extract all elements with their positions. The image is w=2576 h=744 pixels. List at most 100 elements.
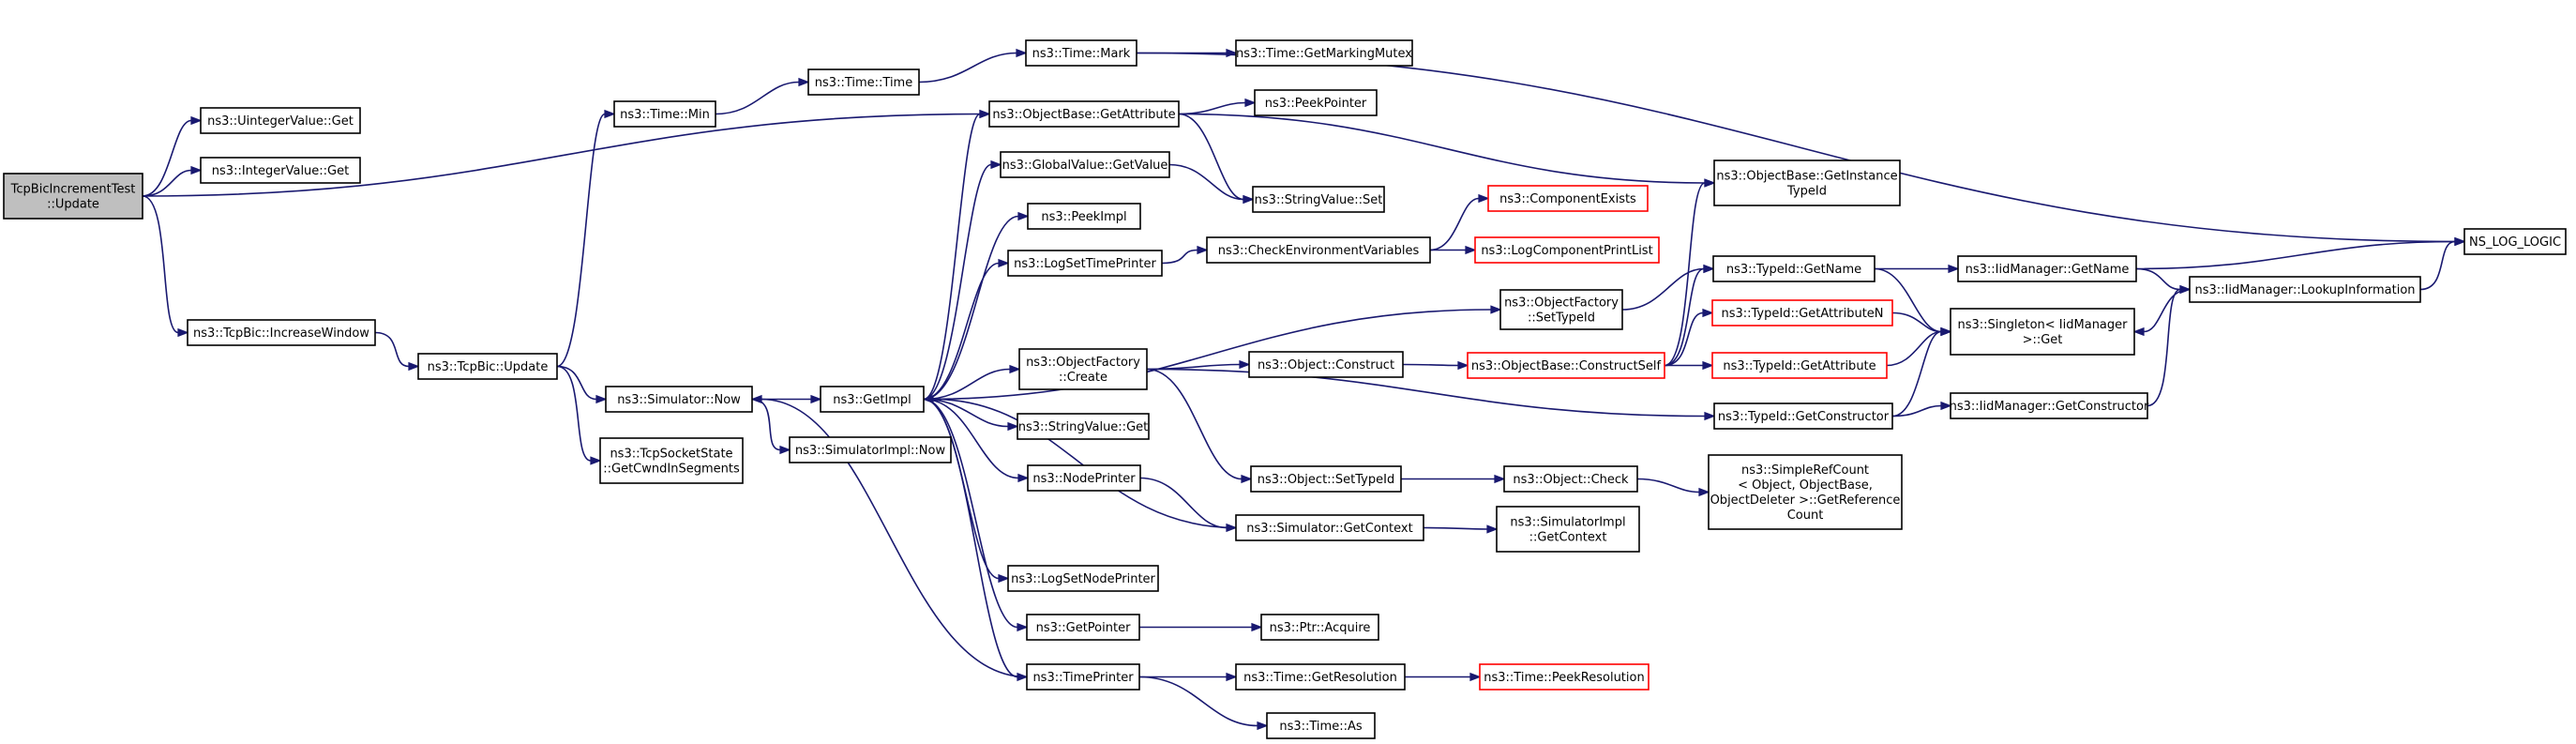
arrowhead-icon	[1007, 421, 1019, 432]
node-label: ns3::PeekPointer	[1265, 97, 1367, 111]
node-logcomplist[interactable]: ns3::LogComponentPrintList	[1474, 236, 1660, 264]
node-box	[1027, 203, 1141, 230]
node-peekptr[interactable]: ns3::PeekPointer	[1254, 89, 1378, 116]
arrowhead-icon	[1257, 721, 1269, 731]
node-box	[789, 436, 952, 463]
node-simgetctx[interactable]: ns3::Simulator::GetContext	[1235, 514, 1424, 541]
node-timeas[interactable]: ns3::Time::As	[1266, 712, 1376, 739]
node-timegetres[interactable]: ns3::Time::GetResolution	[1235, 663, 1406, 691]
edge-objgetattr-objgetinst	[1178, 113, 1706, 184]
node-label: ns3::Object::Construct	[1258, 358, 1394, 372]
arrowhead-icon	[798, 77, 810, 87]
arrowhead-icon	[1948, 264, 1960, 274]
node-label: ns3::Object::SetTypeId	[1258, 473, 1394, 487]
edge-constructself-typeidname	[1664, 267, 1705, 367]
arrowhead-icon	[1244, 98, 1257, 108]
arrowhead-icon	[1016, 48, 1028, 58]
edge-iidlookup-nslog	[2419, 240, 2456, 291]
node-label: ns3::IidManager::LookupInformation	[2194, 283, 2415, 297]
edge-checkenv-compexists	[1429, 197, 1480, 251]
node-getimpl[interactable]: ns3::GetImpl	[820, 386, 925, 413]
node-singleton[interactable]: ns3::Singleton< IidManager >::Get	[1950, 308, 2135, 356]
node-logsetnp[interactable]: ns3::LogSetNodePrinter	[1007, 565, 1159, 592]
node-nslog[interactable]: NS_LOG_LOGIC	[2463, 228, 2567, 255]
node-timepeekres[interactable]: ns3::Time::PeekResolution	[1479, 663, 1650, 691]
node-objfacsettid[interactable]: ns3::ObjectFactory::SetTypeId	[1499, 289, 1623, 330]
node-simimplnow[interactable]: ns3::SimulatorImpl::Now	[789, 436, 952, 463]
node-incwin[interactable]: ns3::TcpBic::IncreaseWindow	[187, 319, 376, 346]
node-objgetattr[interactable]: ns3::ObjectBase::GetAttribute	[988, 100, 1180, 128]
node-layer: TcpBicIncrementTest::Updatens3::Uinteger…	[3, 39, 2567, 739]
node-label: ns3::SimulatorImpl	[1510, 516, 1625, 530]
node-timemin[interactable]: ns3::Time::Min	[613, 100, 716, 128]
node-objcheck[interactable]: ns3::Object::Check	[1503, 465, 1638, 493]
node-bicupd[interactable]: ns3::TcpBic::Update	[417, 353, 558, 380]
node-strset[interactable]: ns3::StringValue::Set	[1252, 186, 1385, 213]
arrowhead-icon	[1226, 672, 1238, 682]
edge-iidctor-iidlookup	[2147, 288, 2181, 407]
arrowhead-icon	[1698, 487, 1710, 497]
node-box	[2189, 276, 2421, 303]
node-logsettp[interactable]: ns3::LogSetTimePrinter	[1007, 250, 1163, 277]
node-checkenv[interactable]: ns3::CheckEnvironmentVariables	[1206, 236, 1431, 264]
node-label: ns3::Time::Min	[620, 108, 710, 122]
node-box	[1025, 39, 1137, 67]
arrowhead-icon	[2179, 284, 2192, 295]
node-timemark[interactable]: ns3::Time::Mark	[1025, 39, 1137, 67]
node-timeprinter[interactable]: ns3::TimePrinter	[1026, 663, 1140, 691]
node-simimplctx[interactable]: ns3::SimulatorImpl::GetContext	[1496, 506, 1640, 553]
node-box	[1018, 348, 1148, 390]
edge-getimpl-strget	[923, 398, 1009, 428]
node-iidctor[interactable]: ns3::IidManager::GetConstructor	[1950, 392, 2149, 419]
arrowhead-icon	[1197, 245, 1209, 255]
node-box	[1479, 663, 1650, 691]
arrowhead-icon	[1017, 622, 1029, 632]
node-typeidname[interactable]: ns3::TypeId::GetName	[1712, 255, 1876, 282]
node-label: ns3::LogSetTimePrinter	[1014, 257, 1156, 271]
edge-objconstruct-constructself	[1402, 363, 1459, 367]
node-label: ns3::Time::Time	[815, 76, 912, 90]
node-timetime[interactable]: ns3::Time::Time	[807, 68, 920, 96]
node-nodeprinter[interactable]: ns3::NodePrinter	[1027, 464, 1141, 492]
node-label: ::Create	[1059, 371, 1107, 385]
node-label: ns3::TcpSocketState	[610, 448, 732, 462]
node-label: ns3::Time::PeekResolution	[1484, 671, 1644, 685]
node-ptracquire[interactable]: ns3::Ptr::Acquire	[1260, 614, 1379, 641]
node-globalget[interactable]: ns3::GlobalValue::GetValue	[1000, 151, 1170, 178]
node-label: ns3::TypeId::GetName	[1726, 263, 1861, 277]
node-tcpstate[interactable]: ns3::TcpSocketState::GetCwndInSegments	[599, 437, 744, 484]
node-box	[1496, 506, 1640, 553]
node-box	[820, 386, 925, 413]
edge-simnow-simimplnow	[751, 398, 781, 451]
node-label: ns3::ObjectFactory	[1026, 356, 1140, 370]
node-intget[interactable]: ns3::IntegerValue::Get	[200, 157, 361, 184]
node-label: ns3::ObjectBase::ConstructSelf	[1471, 359, 1662, 373]
node-iidlookup[interactable]: ns3::IidManager::LookupInformation	[2189, 276, 2421, 303]
node-compexists[interactable]: ns3::ComponentExists	[1487, 185, 1649, 212]
node-peekimpl[interactable]: ns3::PeekImpl	[1027, 203, 1141, 230]
node-getmarkmutex[interactable]: ns3::Time::GetMarkingMutex	[1235, 39, 1413, 67]
node-label: ns3::IidManager::GetName	[1966, 263, 2130, 277]
node-constructself[interactable]: ns3::ObjectBase::ConstructSelf	[1467, 352, 1665, 379]
node-box	[1711, 352, 1888, 379]
node-objconstruct[interactable]: ns3::Object::Construct	[1248, 351, 1404, 378]
node-label: ns3::CheckEnvironmentVariables	[1218, 244, 1420, 258]
arrowhead-icon	[1465, 245, 1477, 255]
node-simplerc[interactable]: ns3::SimpleRefCount< Object, ObjectBase,…	[1708, 454, 1903, 530]
node-getpointer[interactable]: ns3::GetPointer	[1026, 614, 1140, 641]
node-typeidattr[interactable]: ns3::TypeId::GetAttribute	[1711, 352, 1888, 379]
edge-typeidctor-singleton	[1891, 330, 1942, 418]
edge-incwin-bicupd	[374, 331, 410, 368]
edge-objgetattr-peekptr	[1178, 101, 1246, 115]
node-strget[interactable]: ns3::StringValue::Get	[1017, 413, 1150, 440]
node-label: ns3::Time::GetMarkingMutex	[1236, 47, 1412, 61]
node-objfaccreate[interactable]: ns3::ObjectFactory::Create	[1018, 348, 1148, 390]
node-getattrn[interactable]: ns3::TypeId::GetAttributeN	[1711, 299, 1893, 326]
node-iidgetname[interactable]: ns3::IidManager::GetName	[1957, 255, 2137, 282]
node-objsettid[interactable]: ns3::Object::SetTypeId	[1250, 465, 1402, 493]
node-simnow[interactable]: ns3::Simulator::Now	[605, 386, 753, 413]
node-uintget[interactable]: ns3::UintegerValue::Get	[200, 107, 361, 134]
arrowhead-icon	[750, 394, 762, 404]
node-typeidctor[interactable]: ns3::TypeId::GetConstructor	[1713, 402, 1893, 430]
